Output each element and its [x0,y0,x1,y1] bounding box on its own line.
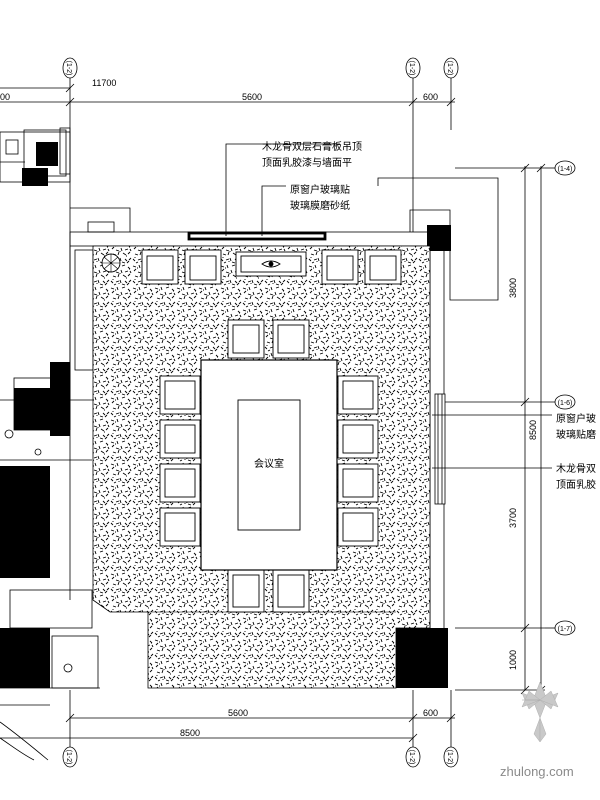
note-ceiling-line1: 木龙骨双层石膏板吊顶 [262,140,362,153]
dim-right-total: 8500 [528,420,538,440]
chair [337,507,379,547]
axis-label-right-2: (1-6) [558,400,573,407]
axis-label-bottom-2: (1-2) [408,750,415,765]
note-right-a-line2: 玻璃贴磨 [556,428,596,441]
left-solid-columns [0,142,70,688]
column-bottom-right [396,628,448,688]
dim-top-left: 00 [0,92,10,102]
dim-right-lower: 1000 [508,650,518,670]
chair [227,319,265,359]
chair [272,319,310,359]
note-window-line1: 原窗户玻璃贴 [290,183,350,196]
chair [141,249,179,285]
chair [321,249,359,285]
axis-label-bottom-3: (1-2) [446,750,453,765]
chair [337,463,379,503]
chair [184,249,222,285]
top-wall-furniture [101,249,402,285]
chair [159,463,201,503]
axis-label-top-3: (1-2) [446,61,453,76]
conference-table-chairs [159,319,379,613]
axis-label-right-3: (1-7) [558,626,573,633]
sideboard [235,251,307,277]
chair [159,419,201,459]
dim-bottom-right: 600 [423,708,438,718]
dim-top-mid: 5600 [242,92,262,102]
note-right-b-line1: 木龙骨双 [556,462,596,475]
axis-label-top-1: (1-2) [65,61,72,76]
room-label: 会议室 [254,457,284,470]
axis-label-right-1: (1-4) [558,166,573,173]
dim-right-upper: 3800 [508,278,518,298]
chair [337,375,379,415]
axis-markers [62,57,576,768]
chair [364,249,402,285]
column-top-right [427,225,451,251]
chair [227,569,265,613]
dim-top-total: 11700 [92,78,116,88]
dim-top-right: 600 [423,92,438,102]
note-ceiling-line2: 顶面乳胶漆与墙面平 [262,156,352,169]
watermark-logo [521,681,559,743]
chair [272,569,310,613]
axis-label-top-2: (1-2) [408,61,415,76]
chair [159,507,201,547]
watermark-text: zhulong.com [500,764,574,779]
leader-lines [225,143,552,469]
dim-bottom-mid: 5600 [228,708,248,718]
axis-label-bottom-1: (1-2) [65,750,72,765]
dim-bottom-total: 8500 [180,728,200,738]
note-right-b-line2: 顶面乳胶 [556,478,596,491]
chair [159,375,201,415]
dim-right-middle: 3700 [508,508,518,528]
table-inlay [237,399,301,531]
chair [337,419,379,459]
note-window-line2: 玻璃膜磨砂纸 [290,199,350,212]
note-right-a-line1: 原窗户玻 [556,412,596,425]
